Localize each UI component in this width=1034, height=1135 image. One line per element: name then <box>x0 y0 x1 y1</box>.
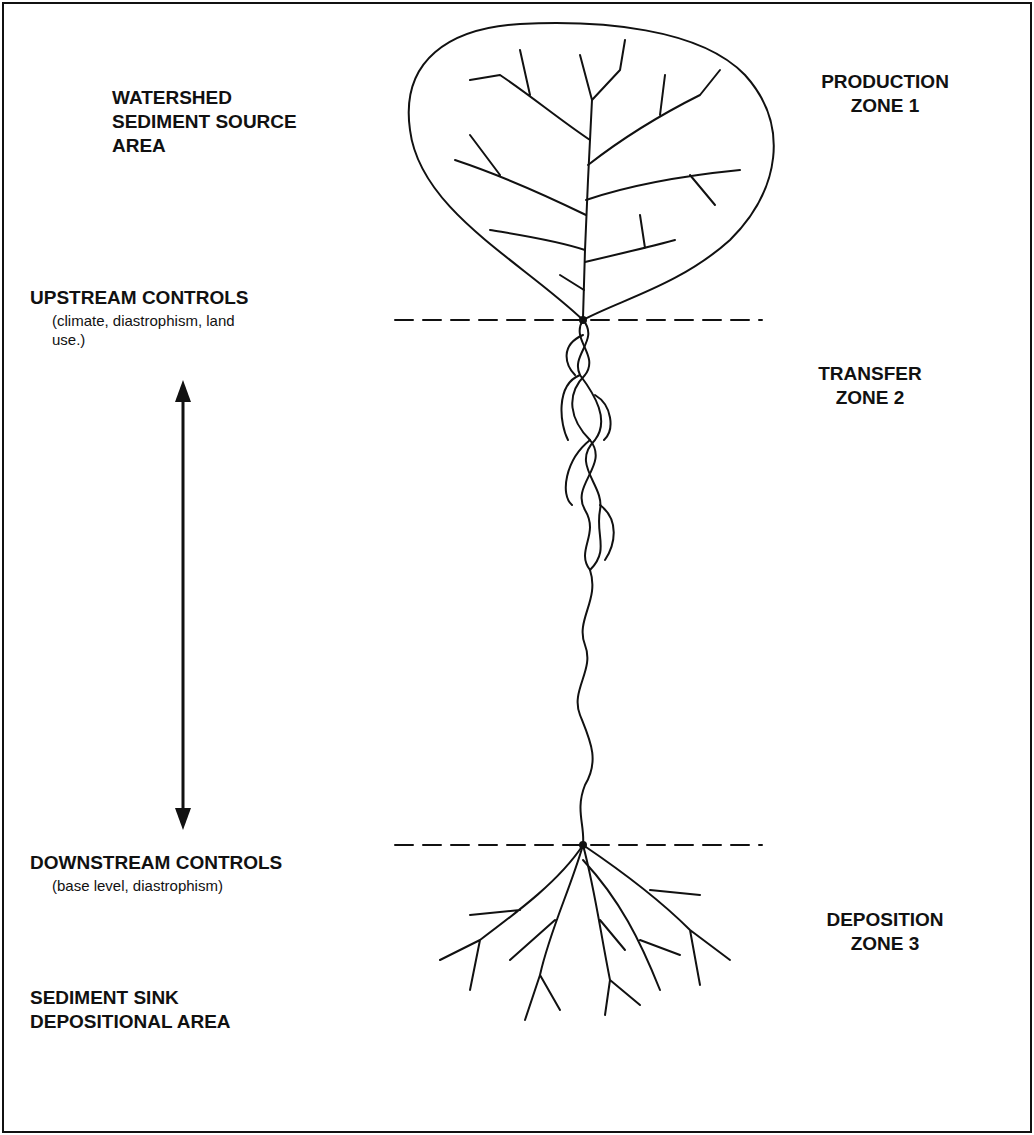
node-point <box>580 842 586 848</box>
distributary <box>510 845 583 1020</box>
region-label: SEDIMENT SINK DEPOSITIONAL AREA <box>30 986 265 1034</box>
zone-label: TRANSFER ZONE 2 <box>800 362 940 410</box>
channel <box>586 170 740 205</box>
channel <box>588 70 720 165</box>
channel <box>490 230 585 250</box>
meandering-channel <box>578 570 593 845</box>
node-point <box>580 317 586 323</box>
distributary <box>583 860 680 990</box>
region-label: WATERSHED SEDIMENT SOURCE AREA <box>112 86 302 157</box>
distributary <box>583 845 730 985</box>
trunk-channel <box>583 100 592 318</box>
watershed-outline <box>409 23 774 320</box>
zone-label: PRODUCTION ZONE 1 <box>810 70 960 118</box>
braided-channel <box>578 320 601 570</box>
frame <box>3 3 1031 1132</box>
channel <box>585 215 675 262</box>
distributary <box>440 845 583 990</box>
channel <box>580 40 625 100</box>
control-note: (base level, diastrophism) <box>52 877 312 896</box>
zone-boundary <box>395 844 762 846</box>
channel <box>560 275 584 290</box>
arrow-head <box>175 380 191 402</box>
arrow-head <box>175 808 191 830</box>
double-arrow <box>182 395 185 815</box>
control-label: DOWNSTREAM CONTROLS <box>30 851 370 875</box>
zone-label: DEPOSITION ZONE 3 <box>810 908 960 956</box>
control-note: (climate, diastrophism, land use.) <box>52 312 237 350</box>
control-label: UPSTREAM CONTROLS <box>30 286 360 310</box>
zone-boundary <box>395 319 762 321</box>
channel <box>470 50 590 140</box>
braided-channel <box>561 335 613 560</box>
channel <box>455 135 586 215</box>
